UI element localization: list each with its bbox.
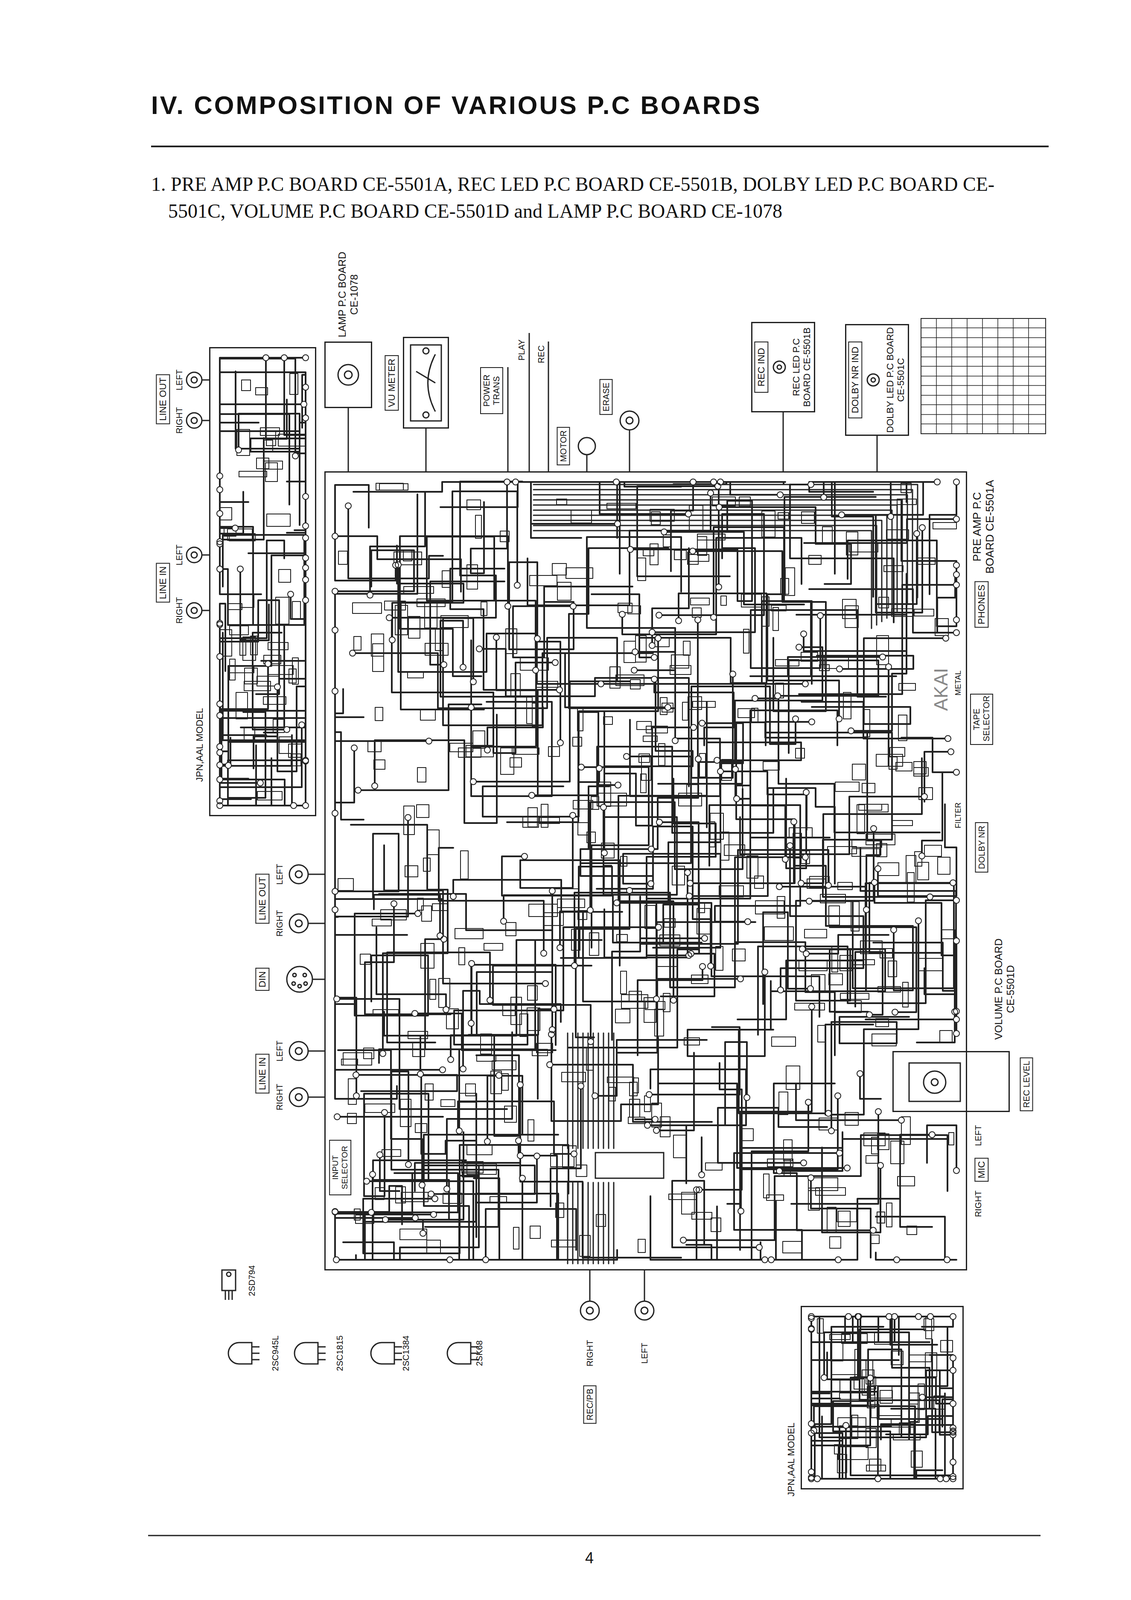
board-name: REC LED P.C BOARD CE-5501B — [790, 324, 813, 410]
lamp-and-meter — [338, 344, 442, 421]
part-label: REC — [536, 345, 547, 364]
part-label: 2SK68 — [474, 1340, 485, 1366]
panel-label: POWER TRANS — [480, 367, 504, 414]
panel-label: MIC — [974, 1157, 989, 1182]
wire-connector — [877, 435, 878, 472]
volume-pot — [909, 1062, 961, 1102]
wire-connector — [783, 412, 784, 472]
part-label: RIGHT — [174, 597, 185, 624]
component-outlines — [220, 373, 957, 1473]
wire-line — [347, 408, 350, 472]
part-label: 4 — [585, 1548, 594, 1567]
wire-line — [425, 428, 427, 472]
part-label: 2SC1815 — [335, 1335, 345, 1371]
panel-label: REC IND — [754, 341, 769, 393]
panel-label: REC/PB — [583, 1384, 597, 1424]
pc-board: PRE AMP P.C BOARD CE-5501A — [324, 471, 968, 1271]
pc-board: VOLUME P.C BOARD CE-5501D — [892, 1050, 1010, 1112]
board-name: VOLUME P.C BOARD CE-5501D — [992, 931, 1017, 1047]
part-label: 2SD794 — [247, 1265, 257, 1296]
subtitle: 1. PRE AMP P.C BOARD CE-5501A, REC LED P… — [151, 170, 1052, 225]
solder-pads — [216, 354, 960, 1482]
part-label: AKAI — [929, 666, 953, 712]
pc-board: REC IND REC LED P.C BOARD CE-5501B — [751, 321, 816, 413]
board-name: JPN,AAL MODEL — [785, 1416, 797, 1502]
pc-board: JPN,AAL MODEL — [209, 346, 317, 817]
part-label: RIGHT — [585, 1339, 595, 1367]
pc-board: LAMP P.C BOARD CE-1078 — [324, 341, 373, 409]
transistor-symbols — [221, 1269, 479, 1364]
panel-label: VU METER — [384, 355, 399, 411]
trace-bundle — [533, 484, 918, 1264]
panel-label: LINE OUT — [255, 873, 270, 924]
wire-connector — [348, 408, 349, 472]
board-name: JPN,AAL MODEL — [194, 702, 205, 788]
pc-board: VU METER — [402, 336, 449, 429]
panel-label: LINE IN — [155, 562, 170, 603]
panel-label: ERASE — [599, 378, 613, 415]
panel-label: MOTOR — [556, 426, 571, 466]
part-label: RIGHT — [274, 909, 285, 937]
panel-label: DIN — [255, 967, 270, 991]
panel-label: DOLBY NR IND — [848, 341, 863, 419]
part-label: LEFT — [174, 369, 185, 391]
part-label: LEFT — [274, 1040, 285, 1062]
board-name: DOLBY LED P.C BOARD CE-5501C — [884, 326, 907, 434]
panel-label: INPUT SELECTOR — [329, 1139, 352, 1196]
part-label: LEFT — [639, 1342, 650, 1364]
part-label: METAL — [953, 669, 964, 697]
header-rule — [151, 145, 1049, 148]
wire-line — [876, 435, 878, 472]
part-label: 2SC945L — [270, 1335, 281, 1371]
part-label: 2SC1384 — [401, 1335, 412, 1371]
panel-label: LINE IN — [255, 1053, 270, 1094]
ic-outline — [595, 1152, 664, 1178]
mode-table — [921, 318, 1046, 434]
board-name: PRE AMP P.C BOARD CE-5501A — [970, 473, 997, 581]
panel-label: PHONES — [974, 581, 989, 628]
part-label: RIGHT — [973, 1190, 984, 1217]
part-label: PLAY — [516, 339, 527, 361]
panel-label: DOLBY NR — [975, 822, 989, 873]
led-symbols — [773, 361, 880, 386]
panel-label: REC LEVEL — [1020, 1057, 1034, 1111]
copper-traces — [219, 357, 957, 1479]
part-label: FILTER — [953, 801, 964, 830]
part-label: LEFT — [274, 863, 285, 885]
part-label: LEFT — [973, 1125, 984, 1146]
page-title: IV. COMPOSITION OF VARIOUS P.C BOARDS — [151, 90, 762, 120]
board-name: LAMP P.C BOARD CE-1078 — [336, 247, 360, 342]
part-label: RIGHT — [274, 1083, 285, 1111]
panel-label: TAPE SELECTOR — [970, 693, 994, 745]
panel-label: LINE OUT — [155, 373, 170, 424]
pc-board: JPN,AAL MODEL — [800, 1305, 964, 1490]
part-label: RIGHT — [174, 407, 185, 434]
wire-connector — [425, 428, 427, 472]
pc-board: DOLBY NR IND DOLBY LED P.C BOARD CE-5501C — [845, 323, 910, 436]
footer-rule — [148, 1534, 1041, 1537]
part-label: LEFT — [174, 544, 185, 566]
wire-line — [782, 412, 785, 472]
